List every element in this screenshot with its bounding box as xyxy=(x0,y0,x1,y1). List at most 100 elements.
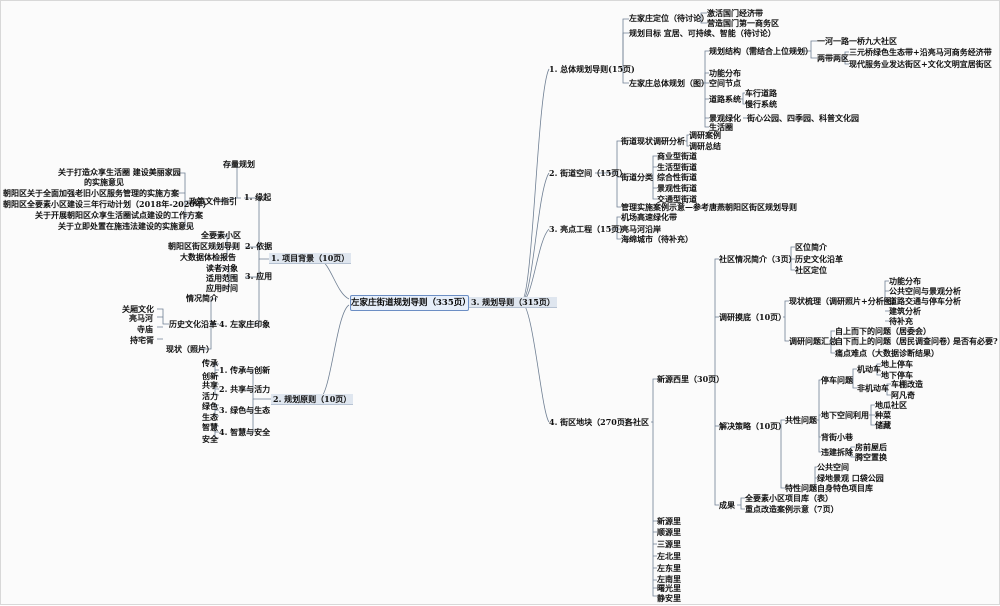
street-type: 景观性街道 xyxy=(657,183,697,193)
node-policy-guidance[interactable]: 政策文件指引 xyxy=(189,196,237,206)
node-impression[interactable]: 4. 左家庄印象 xyxy=(219,319,271,329)
node-origin[interactable]: 1. 缘起 xyxy=(244,192,272,202)
underground-item: 储藏 xyxy=(875,420,891,430)
node-planning-principles[interactable]: 2. 规划原则（10页） xyxy=(271,394,354,405)
history-item: 寺庙 xyxy=(137,324,153,334)
node-status-review[interactable]: 现状梳理（调研照片+分析图） xyxy=(789,296,900,306)
basis-item: 朝阳区街区规划导则 xyxy=(168,241,240,251)
node-nonmotor[interactable]: 非机动车 xyxy=(857,383,889,393)
principle-word: 共享 xyxy=(202,380,218,390)
node-application[interactable]: 3. 应用 xyxy=(245,271,273,281)
node-overall-guidelines[interactable]: 1. 总体规划导则(15页) xyxy=(549,64,635,74)
underground-item: 地瓜社区 xyxy=(875,400,907,410)
node-strategy[interactable]: 解决策略（10页） xyxy=(719,421,787,431)
community-item[interactable]: 三源里 xyxy=(657,539,681,549)
node-positioning[interactable]: 左家庄定位（待讨论） xyxy=(629,13,709,23)
node-history[interactable]: 历史文化沿革 xyxy=(169,319,217,329)
road-item: 车行道路 xyxy=(745,88,777,98)
principle-word: 智慧 xyxy=(202,422,218,432)
specific-item: 公共空间 xyxy=(817,462,849,472)
street-case: 管理实施案例示意—参考唐燕朝阳区街区规划导则 xyxy=(621,202,797,212)
node-issue-summary[interactable]: 调研问题汇总 xyxy=(789,336,837,346)
specific-item: 绿地景观 口袋公园 xyxy=(817,473,884,483)
impression-intro: 情况简介 xyxy=(186,293,218,303)
intro-item: 区位简介 xyxy=(795,242,827,252)
node-planning-goal[interactable]: 规划目标 宜居、可持续、智能（待讨论） xyxy=(629,28,776,38)
node-motor[interactable]: 机动车 xyxy=(857,364,881,374)
community-item[interactable]: 左东里 xyxy=(657,563,681,573)
node-street-space[interactable]: 2. 街道空间（15页） xyxy=(549,168,628,178)
node-results[interactable]: 成果 xyxy=(719,500,735,510)
specific-item: 自身特色项目库 xyxy=(817,483,873,493)
issue-note: 是否有必要? xyxy=(953,336,998,346)
street-type: 交通型街道 xyxy=(657,194,697,204)
principle-row[interactable]: 1. 传承与创新 xyxy=(219,365,271,375)
community-item[interactable]: 静安里 xyxy=(657,593,681,603)
node-street-survey[interactable]: 街道现状调研分析 xyxy=(621,136,685,146)
node-landscape[interactable]: 景观绿化 xyxy=(709,113,741,123)
principle-word: 绿色 xyxy=(202,401,218,411)
principle-word: 创新 xyxy=(202,371,218,381)
issue-item: 自上而下的问题（居委会） xyxy=(835,326,931,336)
structure-item[interactable]: 两带两区 xyxy=(817,53,849,63)
principle-row[interactable]: 3. 绿色与生态 xyxy=(219,405,271,415)
policy-item: 朝阳区全要素小区建设三年行动计划（2018年-2020年） xyxy=(3,199,211,209)
node-street-types[interactable]: 街道分类 xyxy=(621,172,653,182)
node-road-system[interactable]: 道路系统 xyxy=(709,94,741,104)
node-community-intro[interactable]: 社区情况简介（3页） xyxy=(719,254,797,264)
policy-item: 的实施意见 xyxy=(84,177,124,187)
node-research[interactable]: 调研摸底（10页） xyxy=(719,312,787,322)
policy-item: 朝阳区关于全面加强老旧小区服务管理的实施方案 xyxy=(3,188,179,198)
policy-item: 关于开展朝阳区众享生活圈试点建设的工作方案 xyxy=(35,210,203,220)
root-node[interactable]: 左家庄街道规划导则（335页） xyxy=(350,295,471,311)
node-basis[interactable]: 2. 依据 xyxy=(245,241,273,251)
community-item[interactable]: 左北里 xyxy=(657,551,681,561)
node-project-background[interactable]: 1. 项目背景（10页） xyxy=(269,253,352,264)
positioning-item: 营造国门第一商务区 xyxy=(707,18,779,28)
node-overall-plan[interactable]: 左家庄总体规划（图） xyxy=(629,78,709,88)
node-specific-issues[interactable]: 特性问题 xyxy=(785,483,817,493)
community-item[interactable]: 左南里 xyxy=(657,574,681,584)
intro-item: 社区定位 xyxy=(795,265,827,275)
demolition-item: 腾空置换 xyxy=(855,452,887,462)
status-item: 公共空间与景观分析 xyxy=(889,286,961,296)
node-parking[interactable]: 停车问题 xyxy=(821,375,853,385)
motor-item: 地下停车 xyxy=(881,370,913,380)
history-item: 亮马河 xyxy=(129,313,153,323)
street-type: 综合性街道 xyxy=(657,172,697,182)
application-item: 适用范围 xyxy=(206,273,238,283)
status-item: 建筑分析 xyxy=(889,306,921,316)
impression-photos: 现状（照片） xyxy=(166,344,214,354)
community-item[interactable]: 曙光里 xyxy=(657,583,681,593)
node-xinyuan-xili[interactable]: 新源西里（30页） xyxy=(657,374,725,384)
plan-life-circle: 生活圈 xyxy=(709,122,733,132)
node-block-plots[interactable]: 4. 街区地块（270页） xyxy=(549,417,633,427)
node-underground[interactable]: 地下空间利用 xyxy=(821,410,869,420)
plan-function: 功能分布 xyxy=(709,68,741,78)
node-communities[interactable]: 各社区 xyxy=(625,417,649,427)
principle-row[interactable]: 2. 共享与活力 xyxy=(219,384,271,394)
results-item: 全要素小区项目库（表） xyxy=(745,493,833,503)
highlight-item: 机场高速绿化带 xyxy=(621,212,677,222)
plan-nodes: 空间节点 xyxy=(709,78,741,88)
node-common-issues[interactable]: 共性问题 xyxy=(785,415,817,425)
node-planning-structure[interactable]: 规划结构（需结合上位规划） xyxy=(709,46,813,56)
highlight-item: 海绵城市（待补充） xyxy=(621,234,693,244)
principle-row[interactable]: 4. 智慧与安全 xyxy=(219,427,271,437)
community-item[interactable]: 新源里 xyxy=(657,516,681,526)
issue-item: 自下而上的问题（居民调查问卷） xyxy=(835,336,955,346)
history-item: 关厢文化 xyxy=(122,304,154,314)
principle-word: 生态 xyxy=(202,412,218,422)
application-item: 应用时间 xyxy=(206,283,238,293)
node-planning-guidelines[interactable]: 3. 规划导则（315页） xyxy=(469,297,557,308)
structure-item: 现代服务业发达街区+文化文明宜居街区 xyxy=(849,59,992,69)
issue-item: 痛点难点（大数据诊断结果） xyxy=(835,348,939,358)
survey-item: 调研案例 xyxy=(689,130,721,140)
community-item[interactable]: 顺源里 xyxy=(657,527,681,537)
node-stock-planning[interactable]: 存量规划 xyxy=(223,159,255,169)
node-highlight-projects[interactable]: 3. 亮点工程（15页） xyxy=(549,224,628,234)
node-demolition[interactable]: 违建拆除 xyxy=(821,447,853,457)
status-item: 待补充 xyxy=(889,316,913,326)
